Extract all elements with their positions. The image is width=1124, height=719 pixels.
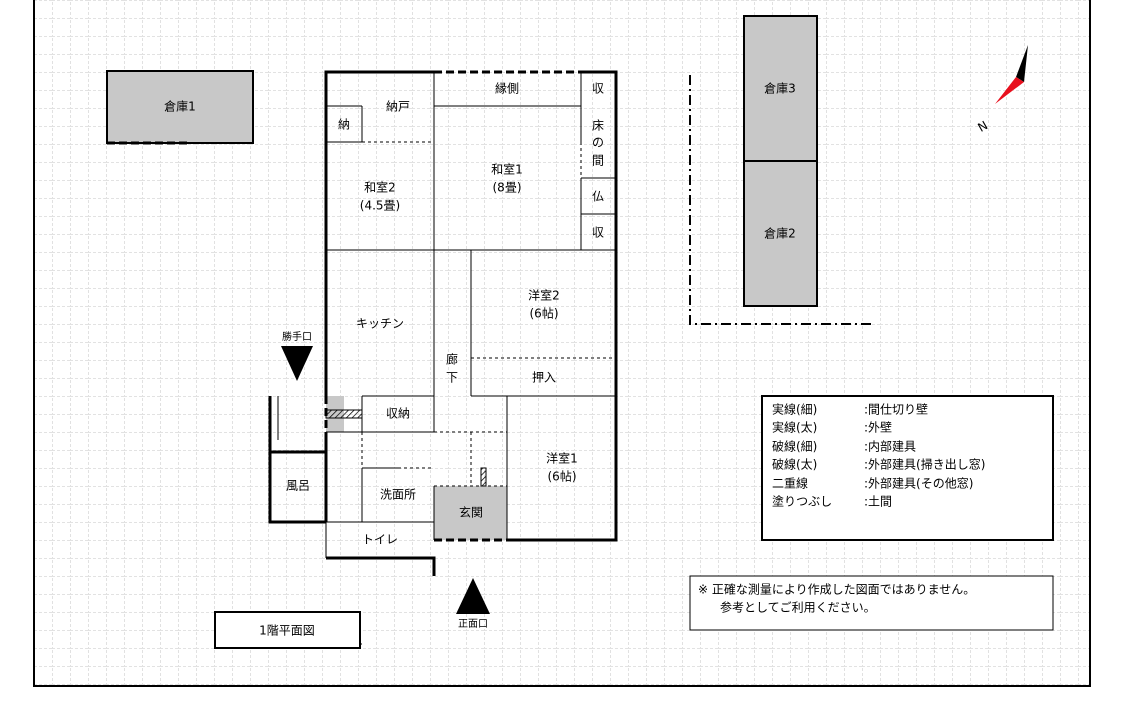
room-shu-bottom: 収: [592, 226, 604, 240]
storehouse-1: 倉庫1: [106, 70, 254, 144]
legend-value: :外部建具(掃き出し窓): [864, 457, 985, 472]
room-youshitsu1-size: (6帖): [548, 469, 577, 484]
legend-value: :土間: [864, 495, 892, 509]
room-washitsu2-size: (4.5畳): [360, 199, 400, 213]
exterior-walls: [268, 70, 618, 576]
room-tokonoma-1: 床: [592, 119, 604, 133]
storehouse-3-label: 倉庫3: [764, 81, 796, 96]
legend-key: 塗りつぶし: [772, 494, 832, 509]
room-shuunou: 収納: [386, 407, 410, 421]
room-washitsu1-name: 和室1: [491, 162, 523, 177]
note-line-1: ※ 正確な測量により作成した図面ではありません。: [698, 582, 975, 597]
room-osame-small: 納: [338, 118, 350, 132]
sweep-windows: [107, 70, 581, 542]
north-compass-icon: N: [975, 45, 1028, 135]
room-youshitsu1-name: 洋室1: [546, 451, 578, 466]
legend-key: 実線(細): [772, 402, 817, 417]
disclaimer-note: ※ 正確な測量により作成した図面ではありません。 参考としてご利用ください。: [689, 575, 1054, 631]
down-triangle-icon: [281, 346, 313, 381]
storehouse-2-label: 倉庫2: [764, 226, 796, 241]
room-engawa: 縁側: [495, 81, 519, 96]
room-oshiire: 押入: [532, 371, 556, 385]
room-nando: 納戸: [386, 100, 410, 114]
storehouse-3: 倉庫3: [743, 15, 818, 162]
up-triangle-icon: [456, 578, 490, 614]
room-butsudan: 仏: [592, 190, 604, 204]
room-youshitsu2-name: 洋室2: [528, 288, 560, 303]
partition-walls: [325, 72, 616, 558]
room-hallway-1: 廊: [446, 352, 458, 367]
legend-value: :外壁: [864, 420, 892, 435]
front-entrance-label: 正面口: [458, 619, 488, 630]
legend: 実線(細) :間仕切り壁 実線(太) :外壁 破線(細) :内部建具 破線(太)…: [761, 395, 1054, 541]
legend-value: :内部建具: [864, 439, 916, 454]
room-washitsu1-size: (8畳): [493, 181, 522, 195]
legend-value: :間仕切り壁: [864, 402, 928, 417]
legend-key: 破線(太): [772, 457, 817, 472]
room-kitchen: キッチン: [356, 317, 404, 331]
legend-value: :外部建具(その他窓): [864, 476, 973, 491]
room-youshitsu2-size: (6帖): [530, 306, 559, 321]
room-senmenjo: 洗面所: [380, 488, 416, 502]
front-entrance-marker: 正面口: [456, 578, 490, 630]
sheet-border: [33, 0, 1091, 687]
room-hallway-2: 下: [446, 371, 458, 385]
room-shu-top: 収: [592, 82, 604, 96]
side-entrance-marker: 勝手口: [281, 330, 313, 381]
note-line-2: 参考としてご利用ください。: [720, 600, 876, 615]
storehouse-1-label: 倉庫1: [164, 99, 196, 114]
side-entrance-label: 勝手口: [282, 330, 312, 343]
site-boundary: [689, 75, 872, 325]
interior-doors: [361, 106, 616, 487]
plan-title-box: 1階平面図: [214, 611, 361, 649]
plan-title: 1階平面図: [259, 623, 315, 638]
genkan-doma: [434, 486, 507, 540]
storehouse-2: 倉庫2: [743, 160, 818, 307]
room-washitsu2-name: 和室2: [364, 180, 396, 195]
room-genkan: 玄関: [459, 505, 483, 520]
legend-key: 破線(細): [772, 439, 817, 454]
room-tokonoma-3: 間: [592, 154, 604, 168]
room-toilet: トイレ: [362, 533, 398, 547]
genkan-hatch: [480, 467, 487, 487]
kitchen-hatch: [325, 409, 363, 419]
legend-key: 二重線: [772, 476, 808, 491]
room-furo: 風呂: [286, 479, 310, 493]
room-tokonoma-2: の: [592, 136, 604, 150]
legend-key: 実線(太): [772, 420, 817, 435]
